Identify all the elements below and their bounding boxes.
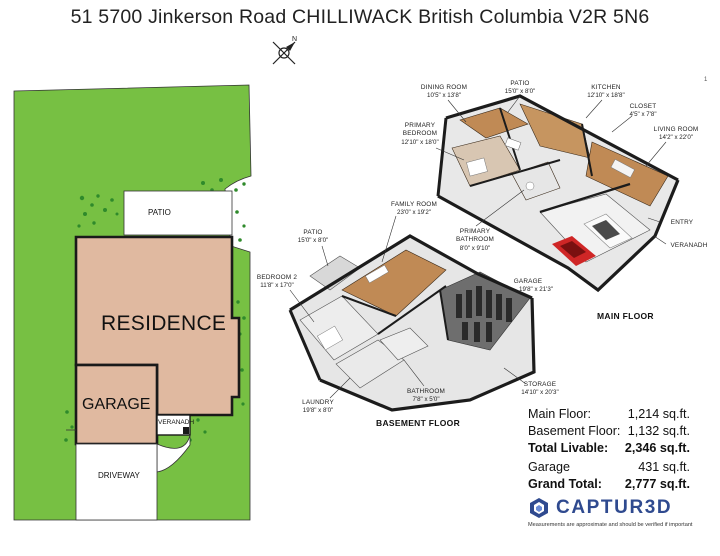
room-label-basement-bathroom: BATHROOM — [406, 388, 446, 395]
room-dim-living-room: 14'2" x 22'0" — [659, 134, 693, 141]
storage-shelving — [456, 286, 512, 342]
area-label: Garage — [528, 460, 571, 474]
area-value: 2,777 sq.ft. — [624, 477, 690, 491]
area-value: 1,214 sq.ft. — [627, 407, 690, 421]
siteplan-residence-label: RESIDENCE — [101, 312, 227, 335]
family-room-floor — [341, 249, 447, 317]
area-value: 431 sq.ft. — [638, 460, 690, 474]
room-label-family-room: FAMILY ROOM — [391, 201, 437, 208]
room-label-main-veranadh: VERANADH — [670, 242, 708, 249]
capture3d-logo-icon — [530, 498, 548, 518]
room-label-bedroom-2: BEDROOM 2 — [256, 274, 298, 281]
room-dim-bedroom-2: 11'8" x 17'0" — [260, 282, 294, 289]
compass-icon — [272, 41, 296, 65]
basement-floor-label: BASEMENT FLOOR — [376, 418, 461, 428]
room-label-living-room: LIVING ROOM — [653, 126, 699, 133]
brand-disclaimer: Measurements are approximate and should … — [528, 522, 693, 528]
area-label: Basement Floor: — [528, 424, 621, 438]
main-floor-label: MAIN FLOOR — [597, 311, 654, 321]
car-red — [552, 236, 596, 266]
room-label-primary-bedroom: PRIMARY BEDROOM — [402, 122, 438, 137]
driveway-slab — [75, 443, 158, 521]
area-label: Main Floor: — [528, 407, 591, 421]
area-label: Grand Total: — [528, 477, 602, 491]
room-label-garage: GARAGE — [513, 278, 543, 285]
siteplan-garage-label: GARAGE — [82, 396, 151, 413]
room-dim-family-room: 23'0" x 19'2" — [397, 209, 431, 216]
walkway — [156, 434, 191, 473]
compass-label: N — [292, 36, 298, 43]
room-dim-garage: 19'8" x 21'3" — [519, 286, 553, 293]
room-label-primary-bathroom: PRIMARY BATHROOM — [455, 228, 495, 243]
room-label-basement-patio: PATIO — [303, 229, 323, 236]
garden-bed — [64, 178, 246, 442]
area-value: 2,346 sq.ft. — [624, 441, 690, 455]
siteplan-patio-label: PATIO — [148, 208, 171, 217]
area-label: Total Livable: — [528, 441, 609, 455]
basement-bathroom-floor — [379, 327, 429, 361]
room-dim-storage: 14'10" x 20'3" — [521, 389, 559, 396]
area-value: 1,132 sq.ft. — [627, 424, 690, 438]
room-label-laundry: LAUNDRY — [302, 399, 334, 406]
siteplan-veranadh-label: VERANADH — [158, 419, 195, 426]
room-dim-primary-bathroom: 8'0" x 9'10" — [459, 245, 491, 252]
room-label-kitchen: KITCHEN — [591, 84, 621, 91]
brand-name: CAPTUR3D — [556, 497, 673, 518]
room-dim-laundry: 19'8" x 8'0" — [302, 407, 334, 414]
room-label-entry: ENTRY — [670, 219, 694, 226]
patio-slab — [123, 190, 233, 236]
room-dim-closet: 4'5" x 7'8" — [629, 111, 657, 118]
room-dim-basement-bathroom: 7'8" x 5'0" — [412, 396, 440, 403]
room-label-dining-room: DINING ROOM — [420, 84, 468, 91]
room-label-main-patio: PATIO — [510, 80, 530, 87]
car-white — [583, 213, 633, 249]
siteplan-driveway-label: DRIVEWAY — [98, 471, 140, 480]
room-dim-main-patio: 15'0" x 8'0" — [504, 88, 536, 95]
room-dim-primary-bedroom: 12'10" x 18'0" — [401, 139, 439, 146]
room-label-storage: STORAGE — [523, 381, 557, 388]
room-dim-basement-patio: 15'0" x 8'0" — [297, 237, 329, 244]
dining-room-floor — [459, 107, 529, 139]
page-title: 51 5700 Jinkerson Road CHILLIWACK Britis… — [70, 6, 650, 28]
room-dim-kitchen: 12'10" x 18'8" — [587, 92, 625, 99]
room-dim-dining-room: 10'5" x 13'8" — [427, 92, 461, 99]
veranadh-footprint — [156, 414, 191, 436]
page-mark: 1 — [704, 77, 708, 83]
main-floor-model — [436, 94, 680, 293]
room-label-closet: CLOSET — [629, 103, 657, 110]
basement-floor-model — [288, 234, 536, 412]
